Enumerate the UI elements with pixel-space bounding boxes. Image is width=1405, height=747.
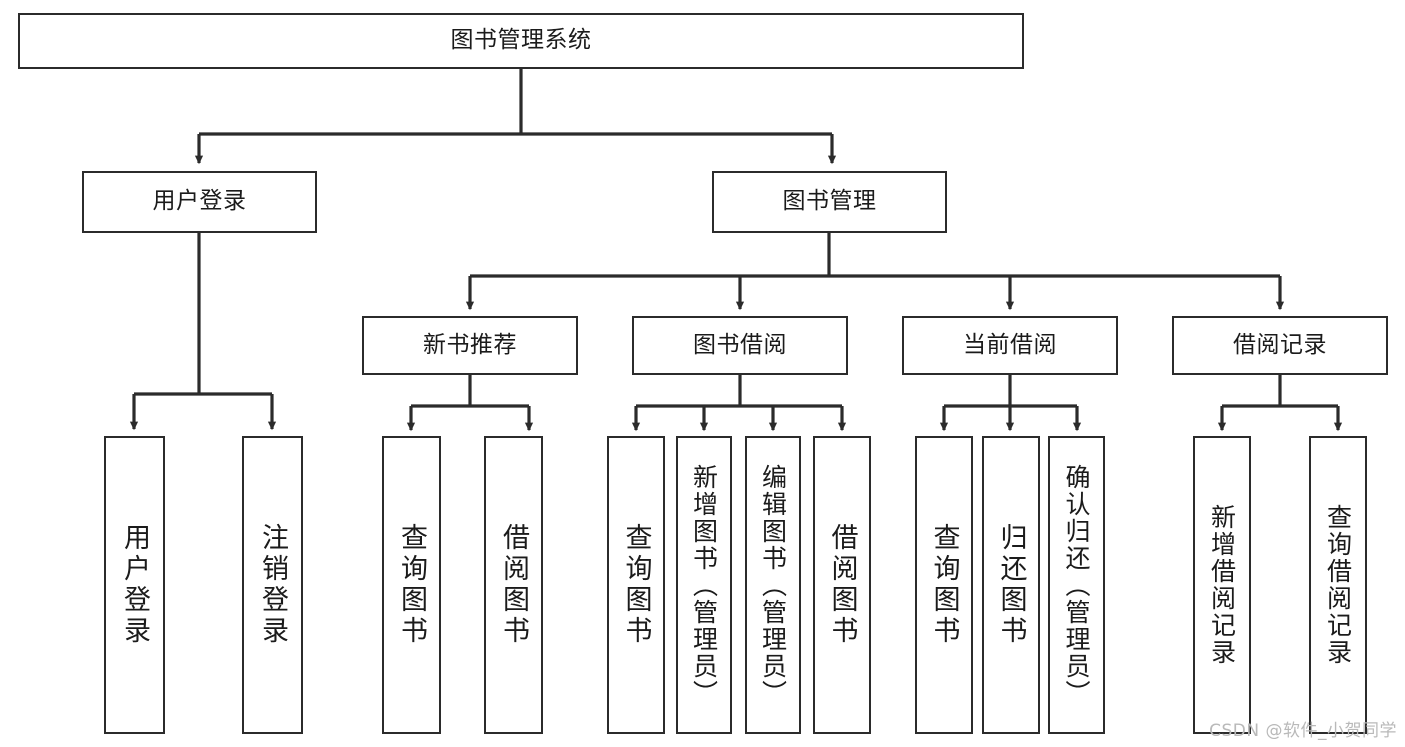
node-new-book-recommend[interactable]: 新书推荐: [362, 316, 578, 375]
node-user-login[interactable]: 用户登录: [82, 171, 317, 233]
node-leaf-add-book[interactable]: 新增图书（管理员）: [676, 436, 732, 734]
node-leaf-return-book-label: 归还图书: [995, 523, 1027, 647]
node-leaf-return-book[interactable]: 归还图书: [982, 436, 1040, 734]
node-book-management-label: 图书管理: [782, 188, 877, 215]
node-leaf-query-book-2[interactable]: 查询图书: [607, 436, 665, 734]
node-current-borrow-label: 当前借阅: [963, 331, 1057, 358]
node-leaf-query-book-1-label: 查询图书: [396, 523, 427, 647]
node-current-borrow[interactable]: 当前借阅: [902, 316, 1118, 375]
node-leaf-query-record[interactable]: 查询借阅记录: [1309, 436, 1367, 734]
node-book-borrow[interactable]: 图书借阅: [632, 316, 848, 375]
node-new-book-recommend-label: 新书推荐: [423, 331, 517, 358]
node-root-label: 图书管理系统: [450, 27, 592, 54]
node-leaf-logout[interactable]: 注销登录: [242, 436, 303, 734]
node-leaf-query-book-2-label: 查询图书: [620, 523, 652, 647]
node-leaf-edit-book-label: 编辑图书（管理员）: [758, 463, 788, 707]
node-leaf-logout-label: 注销登录: [257, 523, 288, 647]
node-borrow-record-label: 借阅记录: [1233, 331, 1327, 358]
csdn-watermark: CSDN @软件_小贺同学: [1209, 721, 1397, 741]
node-leaf-query-record-label: 查询借阅记录: [1323, 504, 1353, 666]
node-leaf-add-book-label: 新增图书（管理员）: [689, 463, 719, 707]
node-leaf-user-login[interactable]: 用户登录: [104, 436, 165, 734]
node-leaf-add-record[interactable]: 新增借阅记录: [1193, 436, 1251, 734]
node-leaf-query-book-1[interactable]: 查询图书: [382, 436, 441, 734]
node-leaf-edit-book[interactable]: 编辑图书（管理员）: [745, 436, 801, 734]
node-root[interactable]: 图书管理系统: [18, 13, 1024, 69]
node-leaf-user-login-label: 用户登录: [119, 523, 150, 647]
node-leaf-query-book-3[interactable]: 查询图书: [915, 436, 973, 734]
node-leaf-confirm-return[interactable]: 确认归还（管理员）: [1048, 436, 1105, 734]
node-book-borrow-label: 图书借阅: [693, 331, 787, 358]
node-leaf-borrow-book-1-label: 借阅图书: [498, 523, 529, 647]
node-leaf-add-record-label: 新增借阅记录: [1207, 504, 1237, 666]
node-leaf-borrow-book-1[interactable]: 借阅图书: [484, 436, 543, 734]
node-book-management[interactable]: 图书管理: [712, 171, 947, 233]
node-user-login-label: 用户登录: [152, 188, 247, 215]
node-leaf-query-book-3-label: 查询图书: [928, 523, 960, 647]
node-borrow-record[interactable]: 借阅记录: [1172, 316, 1388, 375]
node-leaf-borrow-book-2[interactable]: 借阅图书: [813, 436, 871, 734]
node-leaf-confirm-return-label: 确认归还（管理员）: [1062, 463, 1091, 707]
node-leaf-borrow-book-2-label: 借阅图书: [826, 523, 858, 647]
